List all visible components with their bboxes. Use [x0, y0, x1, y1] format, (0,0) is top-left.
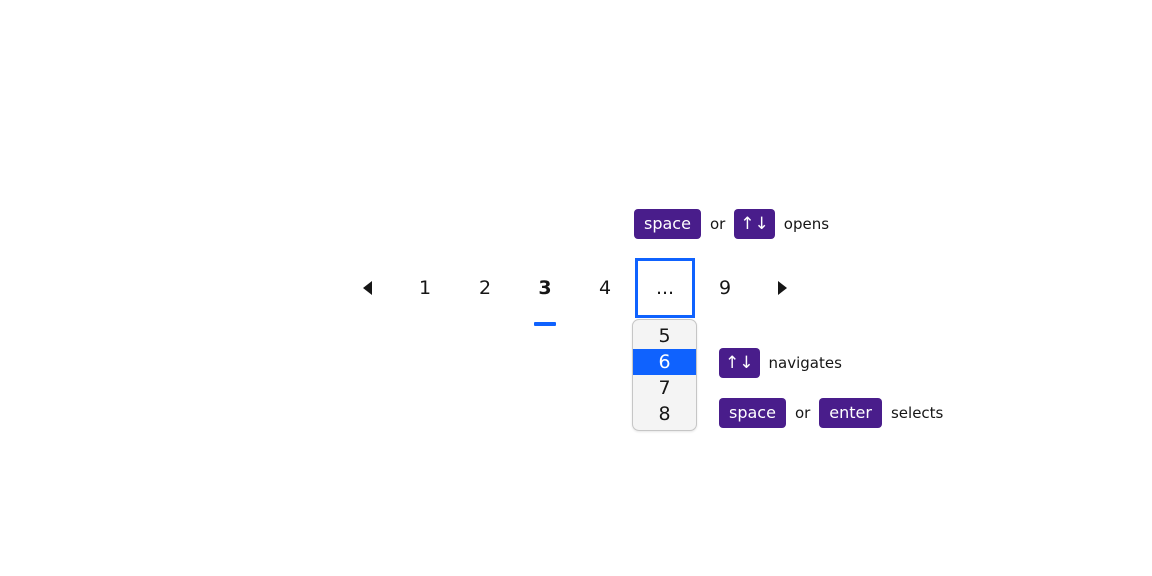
arrow-updown-icon-opens: ↑↓	[734, 209, 775, 239]
caret-left-icon	[363, 281, 372, 295]
pagination-previous-button[interactable]	[340, 258, 395, 318]
key-badge-space-selects: space	[719, 398, 786, 428]
hint-opens: space or ↑↓ opens	[634, 209, 829, 239]
arrow-updown-icon-navigates: ↑↓	[719, 348, 760, 378]
hint-separator-or-selects: or	[794, 404, 811, 422]
key-badge-space-opens: space	[634, 209, 701, 239]
pagination: 1 2 3 4 ... 9	[340, 258, 810, 318]
pagination-overflow-dropdown[interactable]: 5 6 7 8	[632, 319, 697, 431]
hint-action-navigates: navigates	[768, 354, 842, 372]
pagination-next-button[interactable]	[755, 258, 810, 318]
key-badge-enter-selects: enter	[819, 398, 882, 428]
pagination-page-2[interactable]: 2	[455, 258, 515, 318]
dropdown-option-8[interactable]: 8	[658, 403, 671, 425]
hint-action-selects: selects	[890, 404, 944, 422]
dropdown-option-6[interactable]: 6	[633, 349, 696, 375]
hint-action-opens: opens	[783, 215, 830, 233]
dropdown-option-5[interactable]: 5	[658, 325, 671, 347]
pagination-page-1[interactable]: 1	[395, 258, 455, 318]
caret-right-icon	[778, 281, 787, 295]
hint-selects: space or enter selects	[719, 398, 943, 428]
hint-separator-or-opens: or	[709, 215, 726, 233]
pagination-page-9[interactable]: 9	[695, 258, 755, 318]
pagination-overflow-button[interactable]: ...	[635, 258, 695, 318]
pagination-page-4[interactable]: 4	[575, 258, 635, 318]
hint-navigates: ↑↓ navigates	[719, 348, 842, 378]
pagination-page-3-current[interactable]: 3	[515, 258, 575, 318]
dropdown-option-7[interactable]: 7	[658, 377, 671, 399]
